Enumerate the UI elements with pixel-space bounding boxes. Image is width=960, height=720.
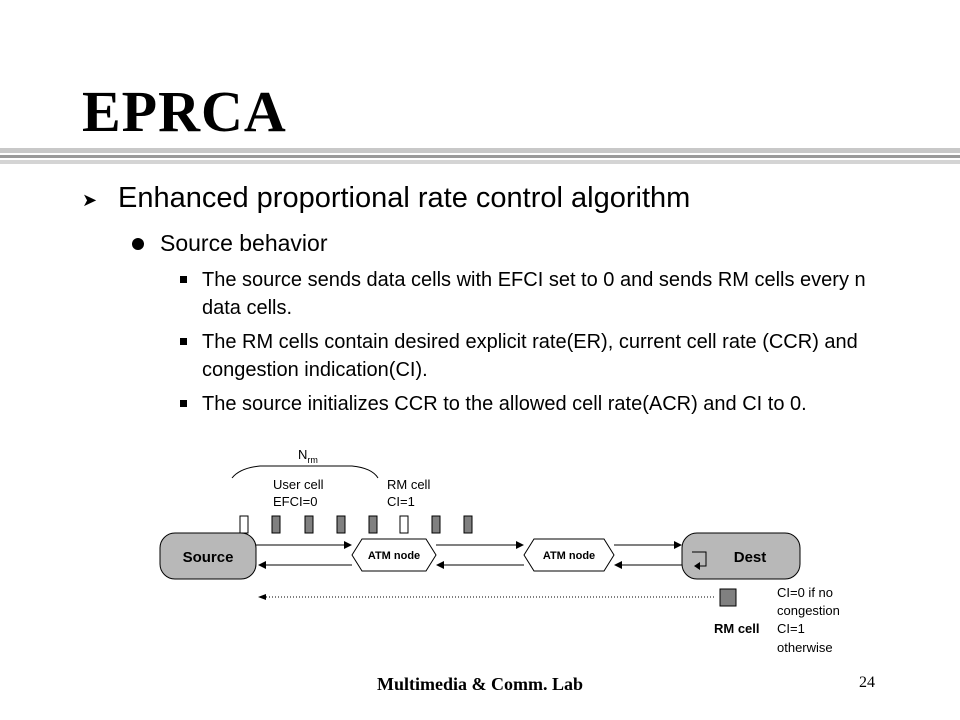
square-bullet-icon <box>180 276 187 283</box>
title-rule-top <box>0 148 960 153</box>
title-rule-bottom <box>0 160 960 164</box>
cell-data <box>431 515 441 534</box>
arrow-bullet-icon: ➤ <box>82 190 98 210</box>
atm-node-1 <box>351 538 437 572</box>
rm-cell-ci-label: CI=1 <box>387 494 415 509</box>
ci-note-line: CI=0 if no <box>777 585 833 600</box>
cell-data <box>368 515 378 534</box>
ci-note-line: otherwise <box>777 640 833 655</box>
source-node <box>159 532 257 580</box>
rm-cell-top-label: RM cell <box>387 477 430 492</box>
atm-node-1-label: ATM node <box>368 550 420 562</box>
footer-lab-name: Multimedia & Comm. Lab <box>377 674 583 694</box>
nrm-brace <box>231 465 379 479</box>
square-bullet-icon <box>180 400 187 407</box>
dest-node <box>681 532 801 580</box>
cell-data <box>336 515 346 534</box>
title-rule-mid <box>0 155 960 158</box>
slide-title: EPRCA <box>82 79 287 144</box>
bullet-level2-text: Source behavior <box>160 230 328 256</box>
source-label: Source <box>183 549 234 566</box>
ci-note-line: congestion <box>777 603 840 618</box>
point-text: The source sends data cells with EFCI se… <box>202 269 866 319</box>
page-number: 24 <box>859 674 875 691</box>
ci-note-line: CI=1 <box>777 621 805 636</box>
user-cell-label: User cell <box>273 477 324 492</box>
bullet-level1-text: Enhanced proportional rate control algor… <box>118 182 691 214</box>
point-text: The source initializes CCR to the allowe… <box>202 393 807 415</box>
atm-node-2 <box>523 538 615 572</box>
rm-cell-bottom-label: RM cell <box>714 621 760 636</box>
cell-rm <box>239 515 249 534</box>
user-cell-efci-label: EFCI=0 <box>273 494 317 509</box>
square-bullet-icon <box>180 338 187 345</box>
round-bullet-icon <box>132 238 144 250</box>
cell-data <box>271 515 281 534</box>
turnaround-arrow-icon <box>692 551 707 567</box>
cell-data <box>463 515 473 534</box>
cell-rm <box>399 515 409 534</box>
cell-data <box>304 515 314 534</box>
rm-return-cell <box>719 588 737 607</box>
point-text: The RM cells contain desired explicit ra… <box>202 331 858 381</box>
nrm-label: Nrm <box>298 447 318 465</box>
dest-label: Dest <box>734 549 767 566</box>
atm-node-2-label: ATM node <box>543 550 595 562</box>
